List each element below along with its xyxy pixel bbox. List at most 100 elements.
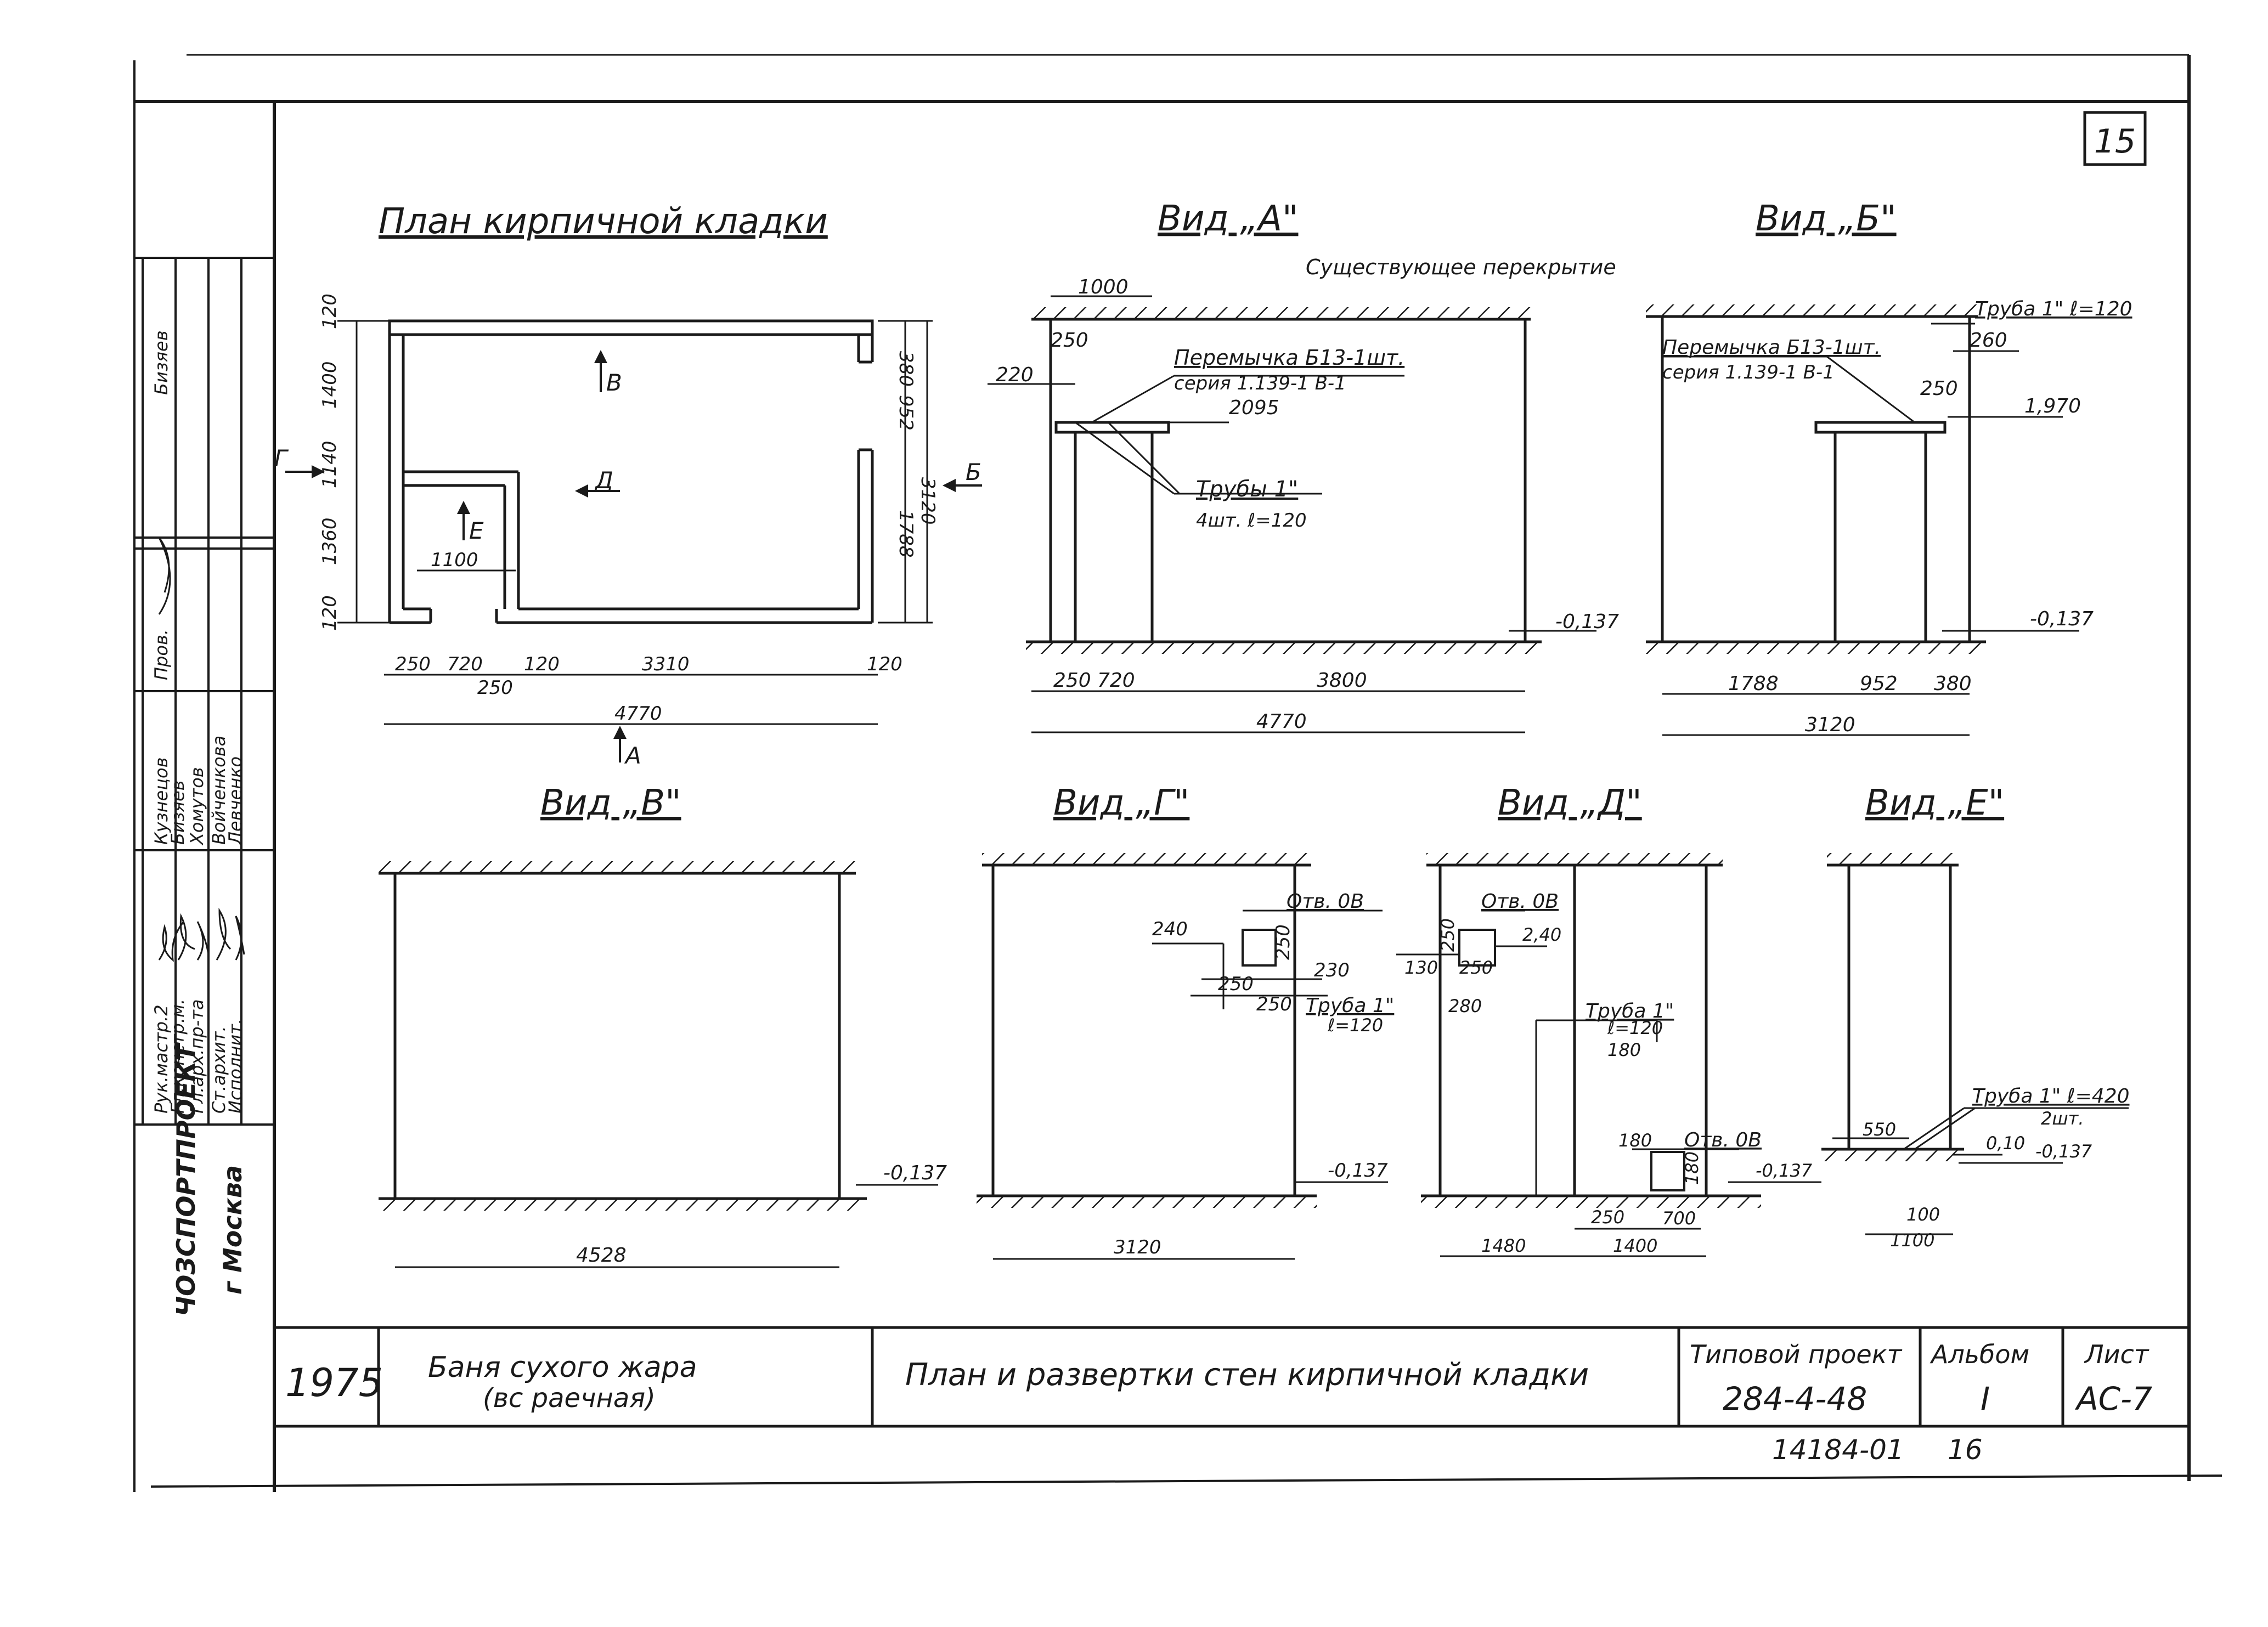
sheet-label: Лист	[2084, 1340, 2149, 1369]
project-name: Баня сухого жара	[428, 1351, 697, 1384]
dim-label: 380	[895, 351, 917, 387]
dim-label: 720	[447, 653, 483, 675]
plan-left-dims: 120 1400 1140 1360 120	[319, 293, 341, 631]
view-v-title: Вид „В"	[540, 783, 681, 823]
arrow-label-e: Е	[469, 517, 484, 544]
opening-label: Отв. 0В	[1287, 890, 1364, 913]
arrow-label-a: А	[624, 742, 641, 769]
dim-label: 250	[1920, 377, 1958, 400]
dim-label: 700	[1662, 1208, 1696, 1229]
dim-label: 1400	[319, 361, 341, 409]
role: Гл.арх.пр-та	[187, 999, 207, 1114]
view-d-title: Вид „Д"	[1498, 783, 1642, 823]
dim-label: 1400	[1613, 1235, 1657, 1256]
plan-view: План кирпичной кладки	[274, 201, 982, 769]
pipes-label: Трубы 1"	[1196, 477, 1298, 502]
view-b: Вид „Б" Труба 1" ℓ=120 Перемычка Б13-1шт…	[1646, 199, 2132, 736]
arrow-label-b: Б	[966, 459, 981, 485]
role: Гл.констр.м.	[167, 999, 188, 1114]
ceiling-hatch	[1426, 853, 1723, 865]
ceiling-hatch	[1827, 853, 1959, 865]
pipe-label: Труба 1"	[1586, 1000, 1674, 1022]
dim-label: 240	[1152, 918, 1188, 940]
dim-label: 1140	[319, 440, 341, 488]
role: Ст.архит.	[208, 1026, 229, 1114]
dim-label: 3120	[1805, 714, 1855, 736]
ceiling-hatch	[1031, 307, 1531, 319]
pipe-label: Труба 1"	[1306, 995, 1394, 1017]
dim-label: 3310	[642, 653, 690, 675]
dim-label: 2,40	[1522, 924, 1561, 945]
dim-label: -0,137	[1555, 611, 1619, 633]
sheet-number: 15	[2094, 122, 2136, 161]
dim-label: 4770	[614, 703, 662, 725]
dim-label: 1360	[319, 517, 341, 565]
dim-label: 260	[1970, 329, 2007, 352]
dim-label: 250	[395, 653, 431, 675]
role: Исполнит.	[225, 1019, 246, 1114]
album-value: I	[1981, 1380, 1990, 1417]
view-d: Вид „Д" Отв. 0В Отв. 0В Труба 1" ℓ=120	[1396, 783, 1821, 1257]
type-value: 284-4-48	[1723, 1380, 1867, 1417]
dim-label: -0,137	[2035, 1141, 2092, 1162]
person-name: Левченко	[225, 756, 246, 845]
dim-label: 0,10	[1986, 1133, 2025, 1154]
view-v: Вид „В" -0,137 4528	[379, 783, 947, 1268]
pipe-len: ℓ=120	[1327, 1015, 1383, 1036]
dim-label: 120	[867, 653, 902, 675]
dim-label: 120	[524, 653, 560, 675]
dim-label: 250	[1053, 669, 1091, 692]
dim-label: 120	[319, 595, 341, 631]
dim-label: 4528	[576, 1244, 627, 1267]
dim-label: 1788	[895, 510, 917, 558]
lintel-series: серия 1.139-1 В-1	[1174, 372, 1346, 394]
view-g: Вид „Г" Отв. 0В Труба 1" ℓ=120 240 250 2…	[977, 783, 1394, 1260]
dim-label: -0,137	[2030, 608, 2094, 630]
view-g-title: Вид „Г"	[1053, 783, 1189, 823]
dim-label: 250	[1051, 329, 1088, 352]
dim-label: 1100	[431, 549, 478, 571]
view-b-title: Вид „Б"	[1756, 199, 1897, 239]
dim-label: 1788	[1728, 673, 1779, 695]
dim-label: 280	[1448, 996, 1482, 1016]
sheet-value: АС-7	[2074, 1380, 2152, 1417]
view-e-title: Вид „Е"	[1865, 783, 2004, 823]
dim-label: 952	[1860, 673, 1898, 695]
org-name: ЧОЗСПОРТПРОЕКТ	[171, 1042, 201, 1317]
dim-label: -0,137	[883, 1162, 947, 1184]
pipe-len: ℓ=120	[1607, 1018, 1663, 1038]
dim-label: 4770	[1256, 710, 1307, 733]
dim-label: 3120	[917, 477, 939, 525]
dim-label: 130	[1404, 957, 1438, 978]
check-name: Бизяев	[151, 330, 172, 395]
footer-page: 16	[1948, 1434, 1983, 1466]
dim-label: 952	[895, 395, 917, 431]
dim-label: 250	[1218, 973, 1254, 995]
lintel-label: Перемычка Б13-1шт.	[1662, 336, 1881, 359]
dim-label: 250	[1437, 918, 1458, 952]
plan-right-dims: 380 952 1788 3120	[895, 351, 939, 558]
plan-title: План кирпичной кладки	[379, 201, 828, 242]
floor-hatch	[977, 1196, 1317, 1208]
sheet-number-box: 15	[2083, 111, 2147, 166]
plan-view-arrows	[285, 350, 982, 762]
plan-walls	[388, 319, 874, 624]
arrow-label-d: Д	[594, 467, 613, 494]
dim-label: 120	[319, 293, 341, 329]
lintel-label: Перемычка Б13-1шт.	[1174, 346, 1404, 370]
dim-label: 380	[1934, 673, 1972, 695]
dim-label: 100	[1906, 1204, 1940, 1225]
arrow-label-v: В	[606, 369, 622, 396]
ceiling-hatch	[379, 861, 856, 873]
dim-label: 250	[1256, 993, 1292, 1015]
type-label: Типовой проект	[1690, 1340, 1902, 1369]
dim-label: -0,137	[1756, 1160, 1813, 1181]
view-e: Вид „Е" Труба 1" ℓ=420 2шт. 550 0,10 -0,…	[1821, 783, 2130, 1251]
role: Рук.мастр.2	[151, 1004, 172, 1114]
title-block: 1975 Баня сухого жара (вс раечная) План …	[274, 1326, 2189, 1428]
ceiling-hatch	[982, 853, 1311, 865]
org-city: г Москва	[218, 1165, 247, 1295]
dim-label: 180	[1607, 1040, 1641, 1060]
